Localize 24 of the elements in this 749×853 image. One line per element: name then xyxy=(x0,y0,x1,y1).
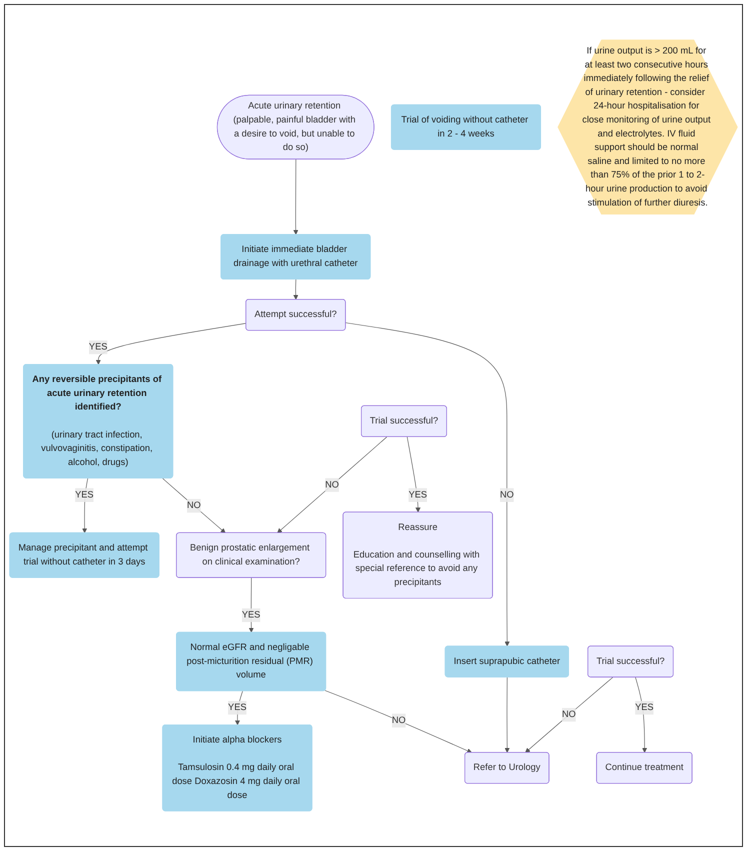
edge-label: YES xyxy=(228,702,246,712)
arrow xyxy=(504,677,510,753)
edge-label: YES xyxy=(88,342,108,352)
edge-label: YES xyxy=(75,490,94,500)
edge-label: YES xyxy=(408,490,427,500)
arrow xyxy=(293,279,298,300)
edge-label: NO xyxy=(500,490,514,500)
arrow xyxy=(82,478,88,534)
arrow xyxy=(406,436,421,513)
arrow xyxy=(162,478,226,534)
arrow xyxy=(277,436,388,534)
edge-label: NO xyxy=(187,500,201,510)
edge-label: YES xyxy=(635,702,654,712)
edge-label: NO xyxy=(392,715,406,726)
arrow xyxy=(525,677,614,753)
edge-label: NO xyxy=(325,480,339,490)
edge-label: NO xyxy=(562,710,576,720)
arrow xyxy=(635,677,648,753)
arrow xyxy=(96,323,246,365)
arrow xyxy=(293,159,298,235)
arrow xyxy=(324,690,472,754)
arrow xyxy=(345,322,510,646)
arrow xyxy=(248,578,254,633)
edge-label: YES xyxy=(242,610,260,620)
